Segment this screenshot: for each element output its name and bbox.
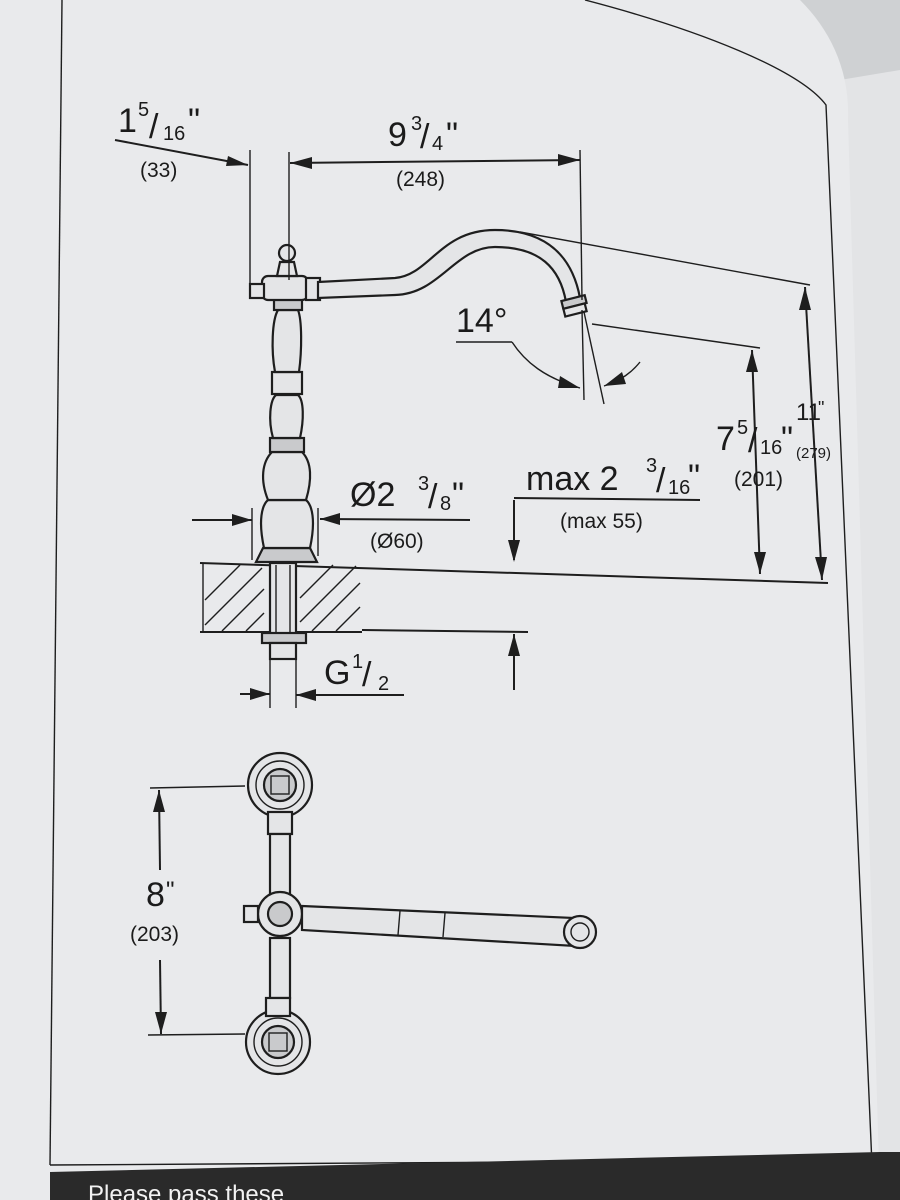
page-sheet [0,0,880,1200]
dim-spout-reach-mm: (248) [396,168,445,191]
dim-base-diameter-num: 3 [418,473,429,495]
dim-spout-height: 7 5 / 16 " (201) [591,323,793,575]
dim-handle-spacing-unit: " [166,877,175,904]
dim-base-diameter-unit: " [452,476,464,514]
dim-spout-height-whole: 7 [716,420,735,458]
dim-max-deck-prefix: max 2 [526,460,619,498]
page-frame-right [584,0,873,1166]
faucet-side-view [248,228,588,661]
faucet-top-view [242,751,598,1076]
dim-base-diameter-mm: (Ø60) [370,530,424,553]
dim-handle-spacing: 8 " (203) [130,785,246,1036]
dim-spout-reach-num: 3 [411,113,422,135]
dim-spout-reach-whole: 9 [388,116,407,154]
dim-thread-prefix: G [324,654,350,692]
dim-spout-height-num: 5 [737,417,748,439]
dim-handle-offset-slash: / [149,108,159,146]
dim-max-deck-den: 16 [668,477,690,499]
dim-base-diameter-prefix: Ø2 [350,476,395,514]
dim-max-deck-num: 3 [646,455,657,477]
dim-thread-slash: / [362,656,372,694]
dim-handle-offset: 1 5 / 16 " (33) [114,99,251,288]
footer-text: Please pass these [88,1181,284,1200]
dim-handle-offset-den: 16 [163,123,185,145]
dim-spout-height-mm: (201) [734,468,783,491]
dim-handle-offset-num: 5 [138,99,149,121]
dim-spout-angle-label: 14° [456,302,507,340]
dim-handle-spacing-whole: 8 [146,876,165,914]
dim-total-height-mm: (279) [796,445,831,462]
footer-band: Please pass these [50,1152,900,1200]
dim-thread-num: 1 [352,651,363,673]
dim-spout-reach-unit: " [446,116,458,154]
dim-max-deck-unit: " [688,458,700,496]
dim-spout-height-slash: / [748,422,758,460]
dim-handle-offset-unit: " [188,102,200,140]
dim-handle-spacing-mm: (203) [130,923,179,946]
dim-spout-reach: 9 3 / 4 " (248) [288,113,583,301]
dim-spout-height-den: 16 [760,437,782,459]
dim-spout-reach-slash: / [420,118,430,156]
page-frame-left [49,0,63,1166]
dim-base-diameter-slash: / [428,478,438,516]
dim-base-diameter-den: 8 [440,493,451,515]
dim-thread: G 1 / 2 [240,651,404,708]
dim-thread-den: 2 [378,673,389,695]
dim-total-height-unit: " [818,398,824,418]
dim-handle-offset-mm: (33) [140,159,177,182]
dim-max-deck-slash: / [656,462,666,500]
dim-total-height: 11 " (279) [519,231,831,581]
dim-handle-offset-whole: 1 [118,102,137,140]
dim-max-deck: max 2 3 / 16 " (max 55) [508,455,700,690]
dim-spout-height-unit: " [781,420,793,458]
dim-spout-reach-den: 4 [432,133,443,155]
dim-max-deck-mm: (max 55) [560,510,643,533]
dim-total-height-whole: 11 [796,399,821,426]
dim-base-diameter: Ø2 3 / 8 " (Ø60) [192,473,471,560]
deck-section [199,562,829,633]
dim-spout-angle: 14° [456,302,641,405]
